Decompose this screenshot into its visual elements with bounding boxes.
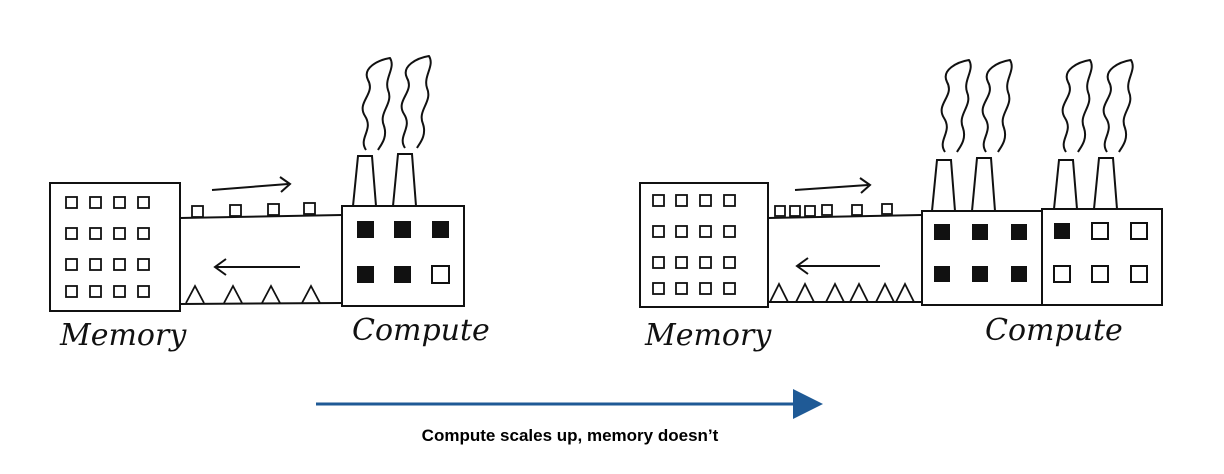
right-compute-label: Compute bbox=[985, 313, 1123, 348]
left-outgoing-items bbox=[191, 202, 316, 218]
left-compute-factory bbox=[341, 55, 465, 307]
right-memory-building bbox=[639, 182, 769, 308]
left-memory-building bbox=[49, 182, 181, 312]
right-flow-arrows bbox=[794, 177, 880, 275]
left-compute-label: Compute bbox=[352, 313, 490, 348]
right-memory-label: Memory bbox=[644, 318, 772, 353]
left-returning-items bbox=[185, 284, 321, 304]
left-conveyor-belt bbox=[179, 176, 343, 305]
right-conveyor-belt bbox=[767, 177, 923, 303]
right-outgoing-items bbox=[774, 203, 893, 217]
right-compute-factory-2 bbox=[1041, 59, 1163, 306]
right-returning-items bbox=[769, 281, 915, 303]
left-flow-arrows bbox=[211, 176, 300, 276]
caption: Compute scales up, memory doesn’t bbox=[421, 426, 719, 445]
right-compute-factory-1 bbox=[921, 59, 1043, 306]
left-memory-label: Memory bbox=[59, 318, 187, 353]
